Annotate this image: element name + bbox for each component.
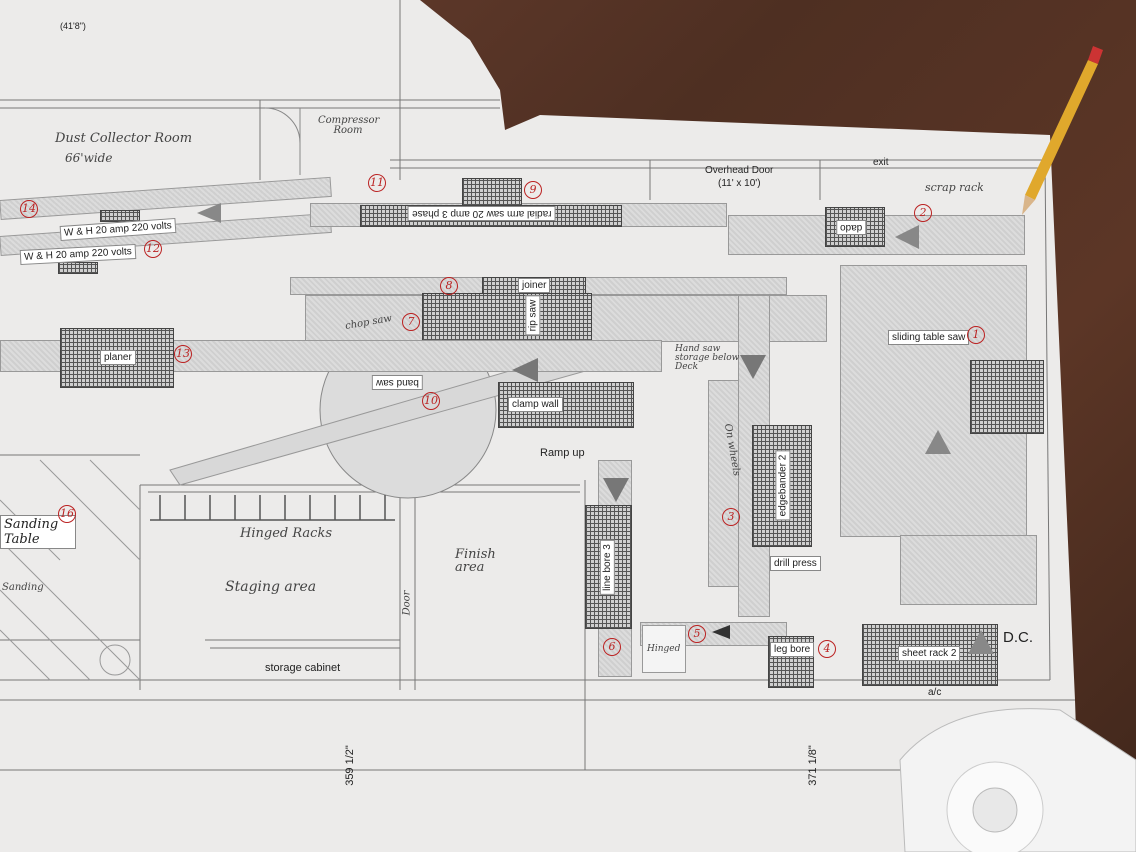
number-badge: 13 [174,345,192,363]
mesh-block [58,262,98,274]
storage-cabinet-label: storage cabinet [265,662,341,674]
edgebander-label: edgebander 2 [775,450,791,521]
arrow-left-icon [512,358,538,382]
ramp-up-label: Ramp up [540,447,585,459]
rip-mesh [422,293,592,345]
clamp-wall-label: clamp wall [508,397,563,412]
overhead-door-label: Overhead Door [705,165,774,176]
dado-label: dado [836,220,867,235]
arrow-left-icon [895,225,919,249]
dc-label: D.C. [1003,629,1033,646]
arrow-down-icon [603,478,629,502]
number-badge: 6 [603,638,621,656]
leg-bore-label: leg bore [770,642,815,657]
dust-width-label: 66'wide [65,151,113,165]
number-badge: 3 [722,508,740,526]
arrow-left-icon [712,625,730,639]
radial-label: radial arm saw 20 amp 3 phase [408,206,556,221]
arrow-down-icon [740,355,766,379]
dim-left-label: 359 1/2" [343,745,356,786]
arrow-left-icon [197,203,221,223]
pencil-icon [1022,46,1103,215]
dust-room-label: Dust Collector Room [55,131,193,146]
ac-label: a/c [928,687,942,698]
arrow-up-icon [968,630,994,654]
number-badge: 10 [422,392,440,410]
hinged-note: Hinged [647,644,681,654]
number-badge: 2 [914,204,932,222]
hinged-racks-label: Hinged Racks [240,526,333,541]
sheet-rack-label: sheet rack 2 [898,646,961,661]
number-badge: 14 [20,200,38,218]
number-badge: 11 [368,174,386,192]
sliding-mesh [970,360,1044,434]
overhead-size-label: (11' x 10') [718,178,761,189]
finish-area-label: Finish area [455,547,496,575]
line-bore-label: line bore 3 [599,540,615,595]
number-badge: 5 [688,625,706,643]
number-badge: 8 [440,277,458,295]
dim-right-label: 371 1/8" [806,745,819,786]
rip-saw-label: rip saw [525,295,541,336]
tape-dispenser-icon [899,708,1136,852]
scrap-rack-label: scrap rack [925,181,984,194]
exit-label: exit [873,157,889,168]
number-badge: 1 [967,326,985,344]
sliding-label: sliding table saw [888,330,970,345]
door-label: Door [401,590,413,616]
number-badge: 12 [144,240,162,258]
radial-top-mesh [462,178,522,206]
hinged-box [642,625,686,673]
joiner-label: joiner [518,278,551,293]
arrow-up-icon [925,430,951,454]
number-badge: 4 [818,640,836,658]
staging-area-label: Staging area [225,579,317,595]
number-badge: 7 [402,313,420,331]
sliding-table-area [840,265,1027,537]
corner-dim-label: (41'8") [60,21,86,31]
planer-label: planer [100,350,136,365]
number-badge: 9 [524,181,542,199]
drill-press-label: drill press [770,556,821,571]
band-saw-label: band saw [372,375,423,390]
sliding-table-ext [900,535,1037,605]
compressor-label: Compressor Room [318,115,380,136]
sanding-label: Sanding [2,582,44,593]
number-badge: 16 [58,505,76,523]
hand-saw-note: Hand saw storage below Deck [675,344,740,372]
